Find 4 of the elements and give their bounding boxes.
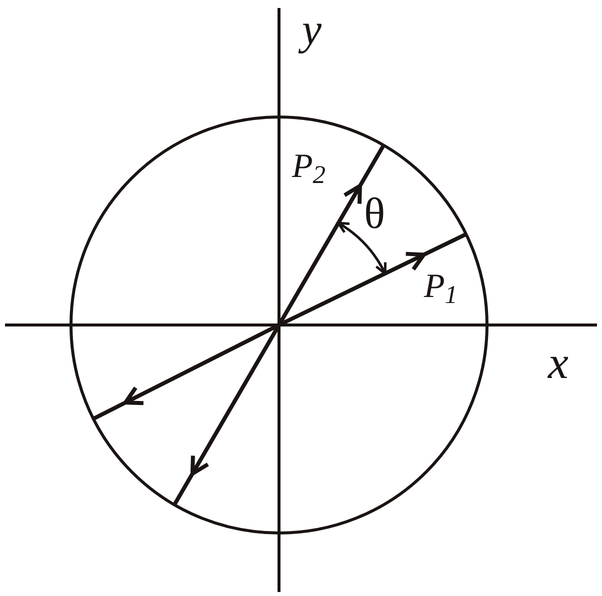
axis-label: P$_{2}$ [292,150,326,184]
axis-label: θ [364,192,386,236]
axis-label: P$_{1}$ [424,270,458,304]
axis-label: x [548,340,568,386]
